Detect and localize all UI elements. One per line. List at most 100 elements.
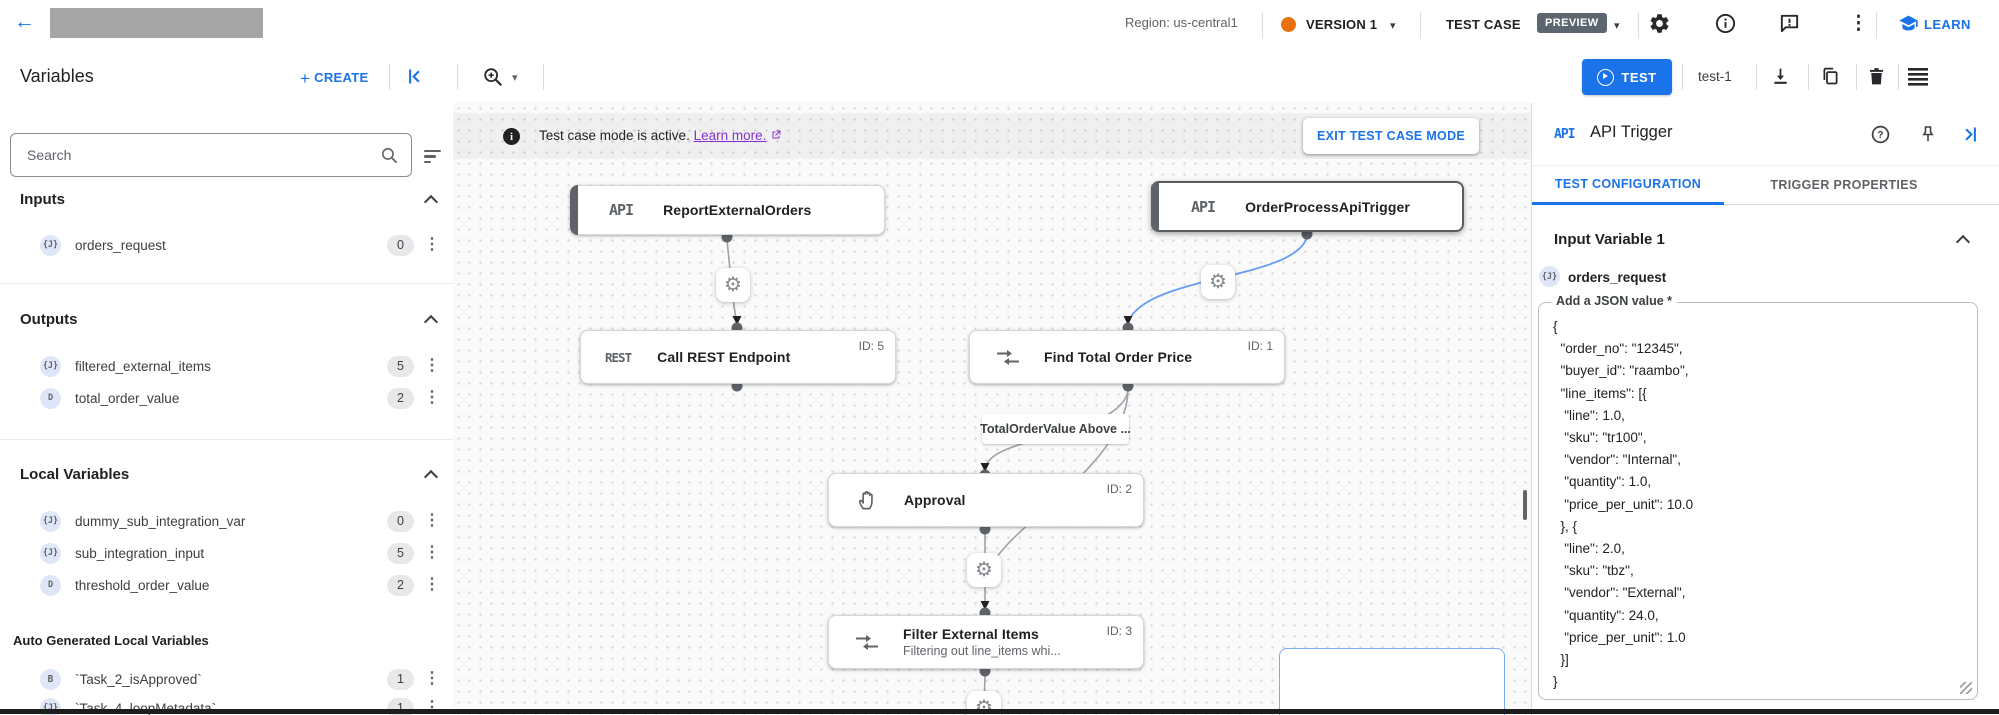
node-id-label: ID: 2 [1106,482,1132,496]
top-app-bar: ← Region: us-central1 VERSION 1 ▾ TEST C… [0,0,1999,51]
node-find-total-order-price[interactable]: Find Total Order Price ID: 1 [969,330,1285,384]
node-id-label: ID: 5 [858,339,884,353]
collapse-section-icon[interactable] [1955,234,1971,250]
variable-row[interactable]: {J} filtered_external_items 5 ⋮ [0,351,453,381]
local-variables-section-title: Local Variables [20,466,130,483]
node-title: Filter External Items [903,626,1039,642]
trigger-accent-bar [1151,181,1159,232]
variables-panel: Inputs {J} orders_request 0 ⋮ Outputs {J… [0,103,454,715]
resize-handle[interactable] [1960,682,1972,694]
node-title: Call REST Endpoint [657,349,791,365]
json-type-icon: {J} [1539,266,1560,287]
zoom-in-icon [484,68,503,87]
pin-icon[interactable] [1918,124,1938,145]
chevron-down-icon[interactable]: ▾ [1614,20,1620,32]
variable-name: filtered_external_items [75,358,211,374]
row-menu-icon[interactable]: ⋮ [424,357,440,374]
divider [543,64,544,90]
node-id-label: ID: 1 [1247,339,1273,353]
back-arrow-icon[interactable]: ← [14,10,35,33]
row-menu-icon[interactable]: ⋮ [424,544,440,561]
json-value-field[interactable]: Add a JSON value * { "order_no": "12345"… [1538,294,1978,700]
learn-more-link[interactable]: Learn more. [693,128,767,143]
input-variable-section-title: Input Variable 1 [1554,231,1665,248]
chevron-down-icon[interactable]: ▾ [512,72,518,84]
json-type-icon: {J} [40,510,61,532]
node-call-rest-endpoint[interactable]: REST Call REST Endpoint ID: 5 [580,330,896,384]
search-input[interactable] [25,146,380,164]
tab-test-configuration[interactable]: TEST CONFIGURATION [1532,165,1724,205]
collapse-outputs-icon[interactable] [423,314,439,330]
bottom-edge-bar [0,709,1999,714]
test-case-name[interactable]: test-1 [1698,69,1732,84]
variable-row[interactable]: B `Task_2_isApproved` 1 ⋮ [0,664,453,694]
info-icon: i [503,128,520,145]
external-link-icon [772,130,781,139]
version-selector[interactable]: VERSION 1 [1306,17,1378,32]
variable-name: `Task_2_isApproved` [75,671,202,687]
page-title: Variables [20,66,94,86]
json-value-input[interactable]: { "order_no": "12345", "buyer_id": "raam… [1553,319,1694,690]
variable-name: threshold_order_value [75,577,210,593]
usage-count-badge: 5 [387,355,414,377]
edge-settings-gear-icon[interactable]: ⚙ [967,553,1001,587]
divider [0,439,453,440]
node-filter-external-items[interactable]: Filter External Items Filtering out line… [828,615,1144,669]
row-menu-icon[interactable]: ⋮ [424,389,440,406]
help-icon[interactable]: ? [1870,124,1891,145]
info-icon[interactable] [1714,12,1737,35]
variable-row[interactable]: D total_order_value 2 ⋮ [0,383,453,413]
variable-name: total_order_value [75,390,180,406]
integration-canvas[interactable]: i Test case mode is active. Learn more. … [453,103,1531,715]
node-report-external-orders[interactable]: API ReportExternalOrders [570,185,885,235]
variable-row[interactable]: D threshold_order_value 2 ⋮ [0,570,453,600]
chevron-down-icon[interactable]: ▾ [1390,20,1396,32]
panel-tabs: TEST CONFIGURATION TRIGGER PROPERTIES [1532,165,1999,205]
divider [1808,64,1809,90]
variable-name: dummy_sub_integration_var [75,513,246,529]
json-type-icon: {J} [40,355,61,377]
collapse-locals-icon[interactable] [423,469,439,485]
sort-icon[interactable] [424,150,441,166]
duplicate-icon[interactable] [1820,66,1841,87]
usage-count-badge: 0 [387,234,414,256]
run-test-button[interactable]: TEST [1582,59,1672,95]
collapse-panel-left-icon[interactable] [404,66,425,87]
edge-condition-label[interactable]: TotalOrderValue Above ... [980,414,1131,444]
canvas-vertical-scrollbar[interactable] [1523,490,1527,520]
variable-name: orders_request [75,237,166,253]
node-approval[interactable]: Approval ID: 2 [828,473,1144,527]
json-field-label: Add a JSON value * [1551,294,1678,308]
search-box[interactable] [10,133,412,177]
feedback-icon[interactable] [1778,12,1801,35]
row-menu-icon[interactable]: ⋮ [424,236,440,253]
highlighted-node-placeholder[interactable] [1279,648,1505,715]
row-menu-icon[interactable]: ⋮ [424,576,440,593]
edge-settings-gear-icon[interactable]: ⚙ [1201,265,1235,299]
create-variable-button[interactable]: + CREATE [300,69,369,88]
collapse-inputs-icon[interactable] [423,194,439,210]
variable-row[interactable]: {J} sub_integration_input 5 ⋮ [0,538,453,568]
play-icon [1597,68,1615,86]
more-options-icon[interactable]: ⋮ [1849,13,1868,34]
node-title: ReportExternalOrders [663,202,812,218]
learn-link[interactable]: LEARN [1924,17,1971,32]
collapse-panel-right-icon[interactable] [1960,124,1981,145]
delete-icon[interactable] [1866,66,1887,87]
learn-graduation-icon[interactable] [1898,13,1919,34]
variable-row[interactable]: {J} orders_request 0 ⋮ [0,230,453,260]
row-menu-icon[interactable]: ⋮ [424,670,440,687]
node-order-process-api-trigger[interactable]: API OrderProcessApiTrigger [1151,181,1464,232]
tab-trigger-properties[interactable]: TRIGGER PROPERTIES [1770,178,1918,192]
edge-settings-gear-icon[interactable]: ⚙ [716,268,750,302]
divider [1638,12,1639,38]
settings-gear-icon[interactable] [1648,12,1671,35]
row-menu-icon[interactable]: ⋮ [424,512,440,529]
zoom-control[interactable] [482,66,504,88]
menu-justify-icon[interactable] [1908,68,1928,86]
download-icon[interactable] [1770,66,1791,87]
variable-row[interactable]: {J} dummy_sub_integration_var 0 ⋮ [0,506,453,536]
banner-text: Test case mode is active. Learn more. [539,128,782,143]
api-trigger-icon: API [609,201,634,219]
exit-test-case-mode-button[interactable]: EXIT TEST CASE MODE [1303,118,1479,154]
